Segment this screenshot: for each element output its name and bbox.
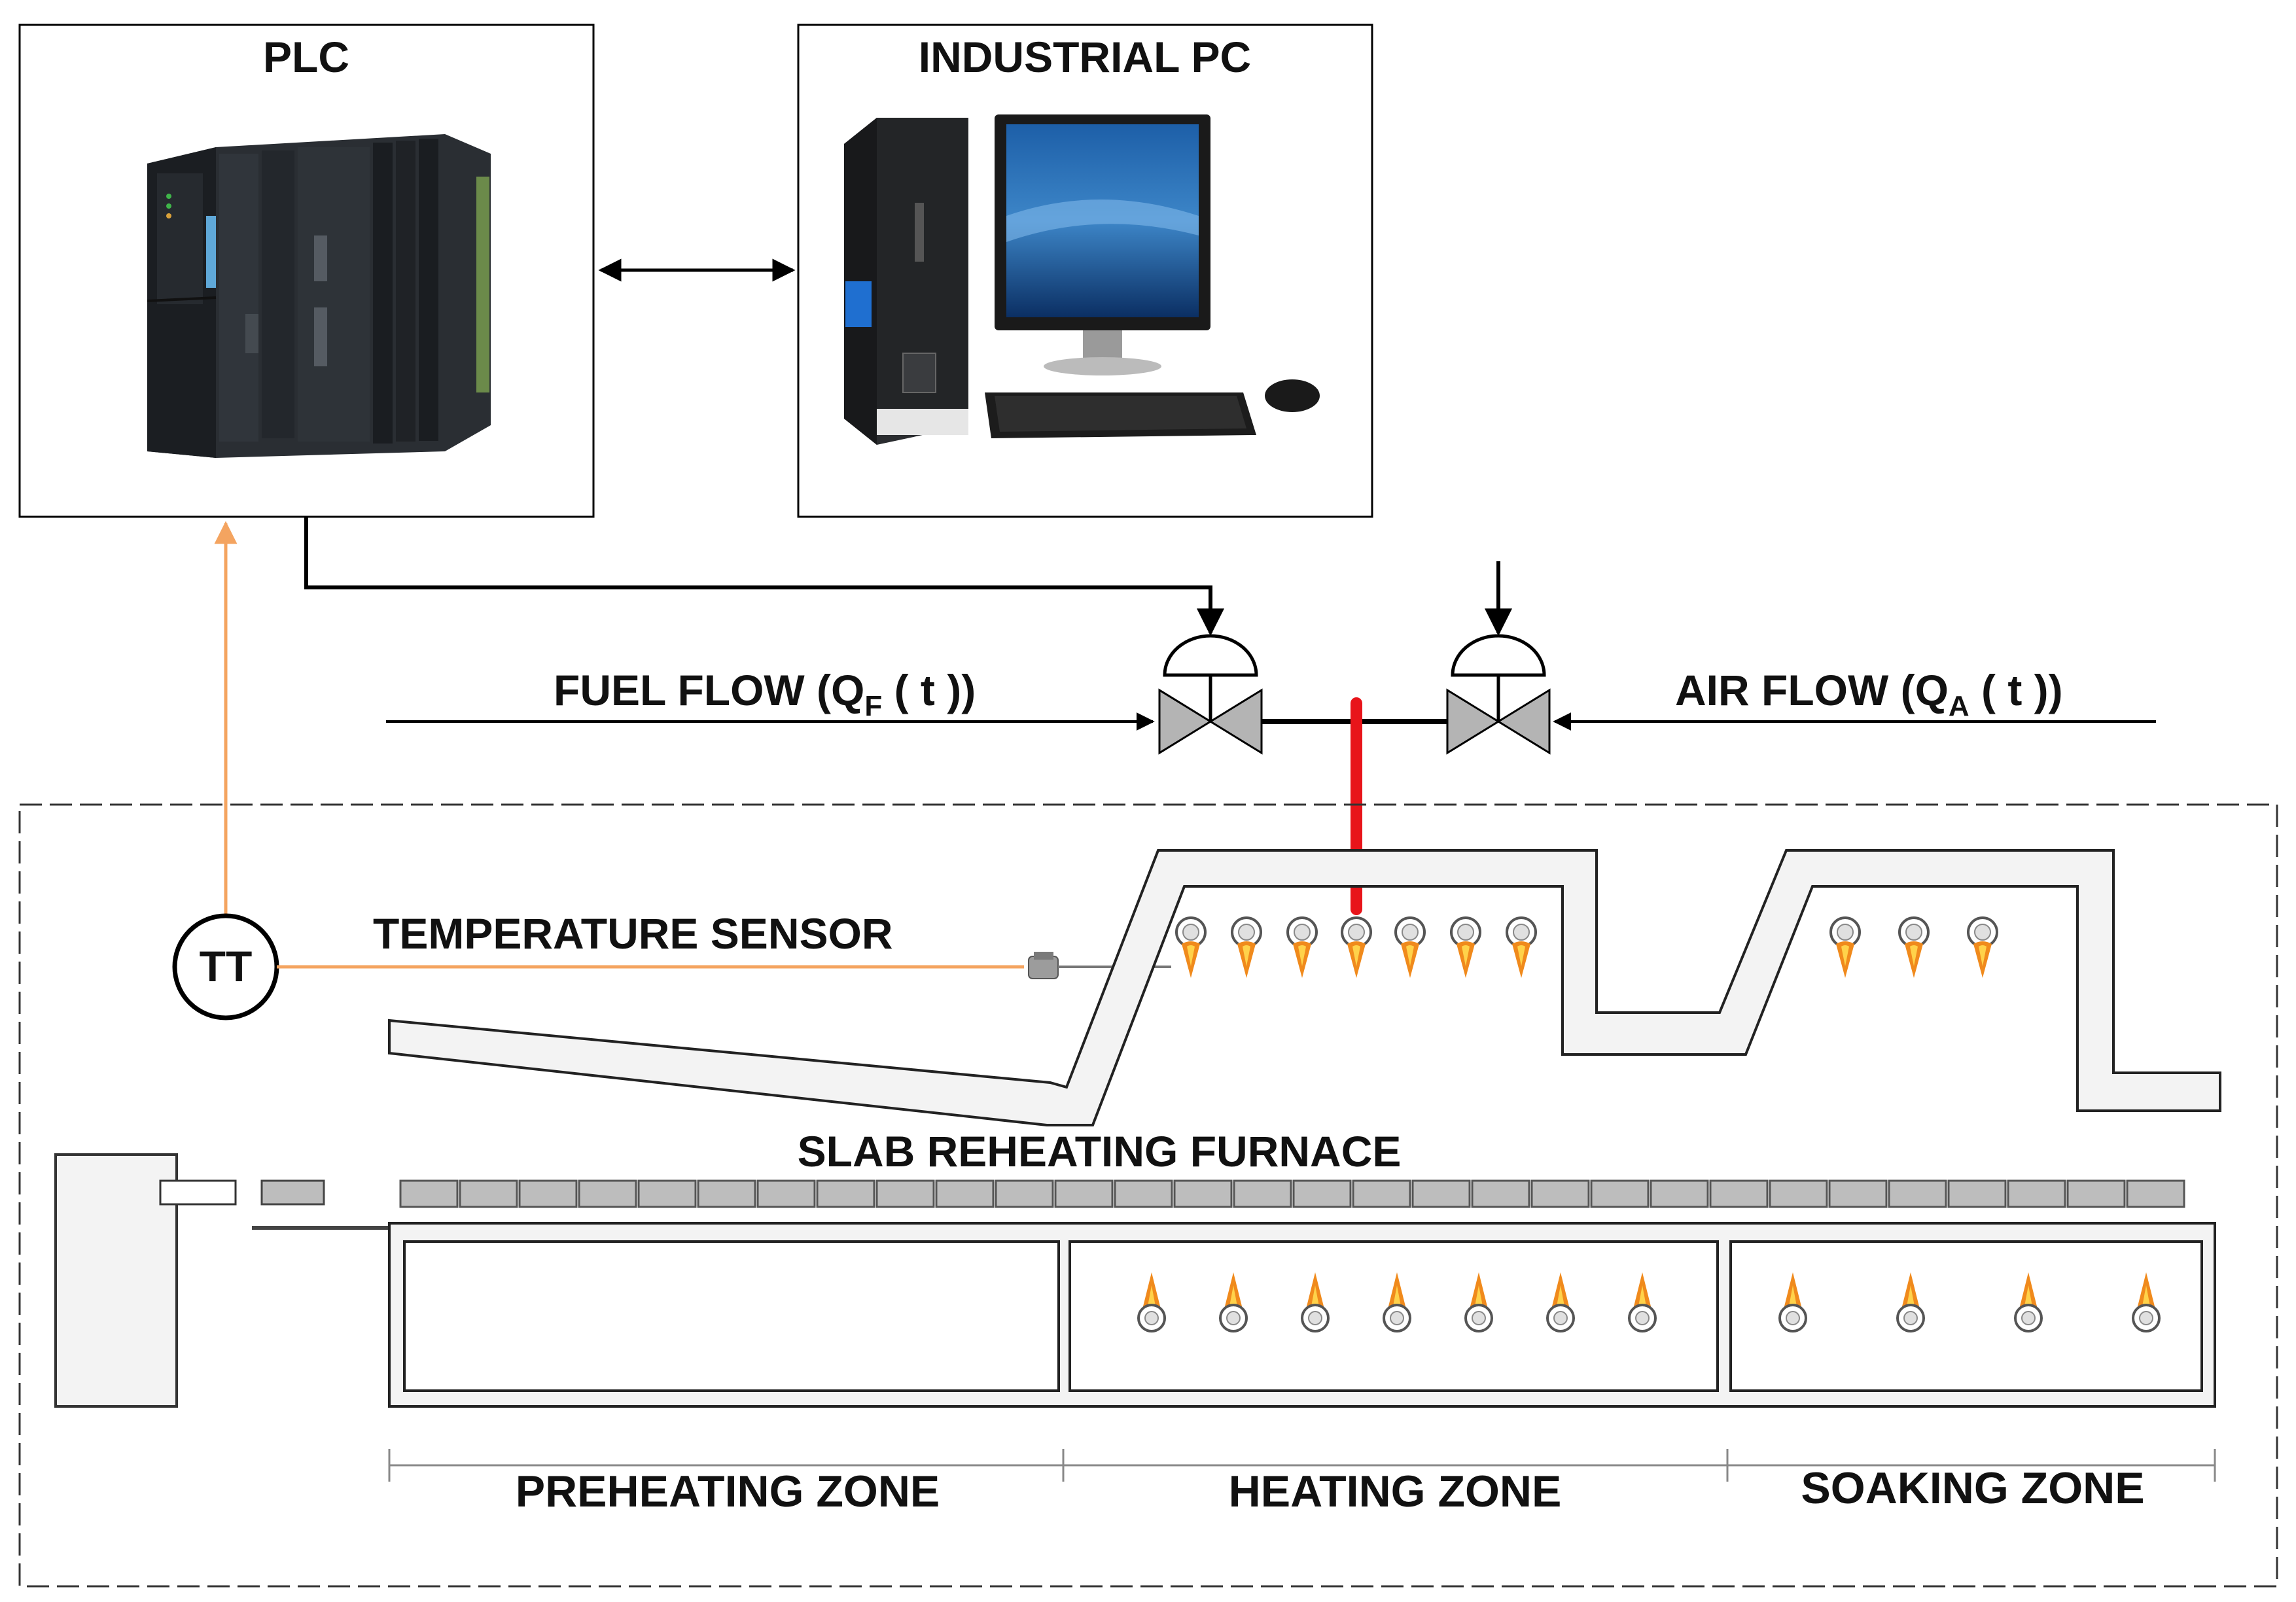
slab [459, 1179, 518, 1208]
fuel-flow-label: FUEL FLOW (QF ( t )) [554, 666, 976, 722]
floor-burner-icon [1219, 1272, 1248, 1332]
floor-burner-icon [1301, 1272, 1330, 1332]
roof-burner-icon [1506, 916, 1537, 978]
slab [1471, 1179, 1530, 1208]
roof-burner-icon [1450, 916, 1481, 978]
floor-burner-icon [1137, 1272, 1166, 1332]
floor-burner-icon [1546, 1272, 1575, 1332]
roof-burner-icon [1967, 916, 1998, 978]
plc-box: PLC [18, 24, 595, 518]
slab [1828, 1179, 1888, 1208]
floor-burner-icon [2132, 1272, 2161, 1332]
slab [2066, 1179, 2126, 1208]
furnace-enclosure [18, 803, 2278, 1588]
furnace-title: SLAB REHEATING FURNACE [798, 1127, 1402, 1175]
floor-burner-icon [1778, 1272, 1807, 1332]
slab [756, 1179, 816, 1208]
desktop-computer-image [844, 114, 1320, 445]
slab [1590, 1179, 1650, 1208]
slab [1114, 1179, 1173, 1208]
slab [518, 1179, 578, 1208]
roof-burner-icon [1175, 916, 1207, 978]
roof-burner-icon [1394, 916, 1426, 978]
plc-title: PLC [263, 33, 349, 81]
soaking-zone-label: SOAKING ZONE [1801, 1463, 2144, 1513]
slab [1173, 1179, 1233, 1208]
slab [995, 1179, 1054, 1208]
floor-burner-icon [1464, 1272, 1493, 1332]
plc-to-fuel-valve-signal [304, 517, 1224, 636]
air-control-valve [1446, 634, 1551, 755]
roof-burners-soaking [1829, 916, 1998, 978]
zone-dimension-line [388, 1449, 2216, 1482]
preheating-chamber [403, 1240, 1060, 1392]
slab [1650, 1179, 1709, 1208]
slab [1411, 1179, 1471, 1208]
floor-burners [1137, 1272, 2161, 1332]
roof-burner-icon [1898, 916, 1930, 978]
fuel-control-valve [1158, 634, 1263, 755]
slab [2126, 1179, 2185, 1208]
slab [637, 1179, 697, 1208]
slab [1888, 1179, 1947, 1208]
slab [875, 1179, 935, 1208]
slab [399, 1179, 459, 1208]
slab [578, 1179, 637, 1208]
furnace-roof-wall [388, 849, 2221, 1126]
floor-burner-icon [2014, 1272, 2043, 1332]
slab [1054, 1179, 1114, 1208]
roof-burner-icon [1341, 916, 1372, 978]
air-flow-label: AIR FLOW (QA ( t )) [1675, 666, 2063, 722]
soaking-chamber [1729, 1240, 2203, 1392]
transmitter-label: TT [200, 942, 253, 990]
furnace-hearth [388, 1222, 2216, 1408]
floor-burner-icon [1896, 1272, 1925, 1332]
slab-charging-machine [54, 1153, 389, 1408]
preheating-zone-label: PREHEATING ZONE [516, 1467, 940, 1516]
slab [1530, 1179, 1590, 1208]
floor-burner-icon [1383, 1272, 1411, 1332]
roof-burner-icon [1286, 916, 1318, 978]
slab [2007, 1179, 2066, 1208]
industrial-pc-box: INDUSTRIAL PC [797, 24, 1373, 518]
slab [1233, 1179, 1292, 1208]
roof-burners-heating [1175, 916, 1537, 978]
slab-row [399, 1179, 2185, 1208]
floor-burner-icon [1628, 1272, 1657, 1332]
slab [1769, 1179, 1828, 1208]
slab [816, 1179, 875, 1208]
roof-burner-icon [1829, 916, 1861, 978]
heating-zone-label: HEATING ZONE [1229, 1467, 1562, 1516]
temperature-sensor-label: TEMPERATURE SENSOR [373, 909, 893, 958]
slab [1352, 1179, 1411, 1208]
slab [1709, 1179, 1769, 1208]
slab [1947, 1179, 2007, 1208]
industrial-pc-title: INDUSTRIAL PC [919, 33, 1251, 81]
slab [935, 1179, 995, 1208]
slab [1292, 1179, 1352, 1208]
slab [697, 1179, 756, 1208]
roof-burner-icon [1231, 916, 1262, 978]
plc-hardware-image [147, 134, 491, 458]
